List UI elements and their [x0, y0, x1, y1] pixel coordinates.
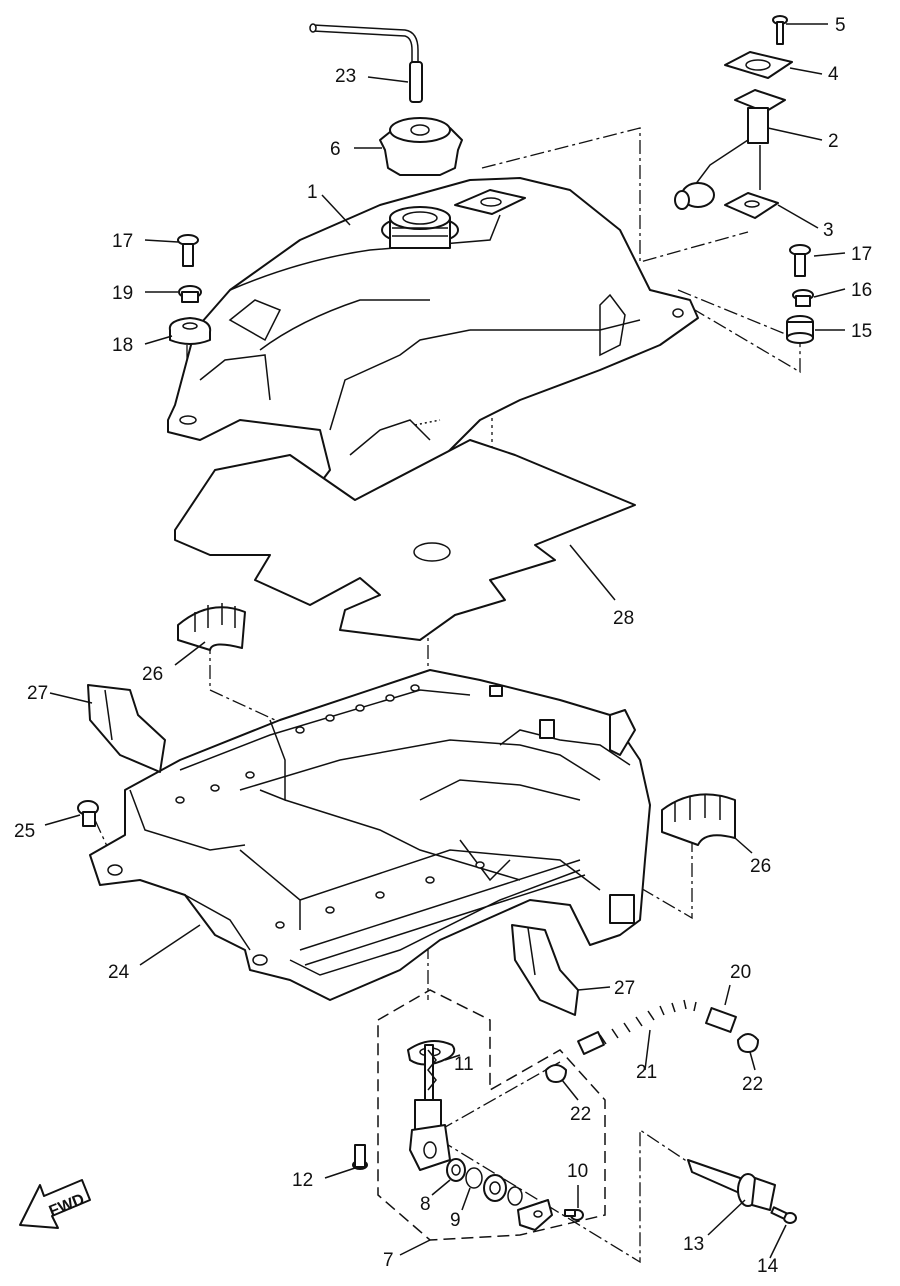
callout-7: 7	[383, 1250, 394, 1271]
callout-17b: 17	[851, 244, 872, 265]
callout-18: 18	[112, 335, 133, 356]
callout-26b: 26	[750, 856, 771, 877]
rubber-damper-left	[177, 603, 246, 651]
cover-left	[87, 684, 166, 773]
callout-5: 5	[835, 15, 846, 36]
fuel-cock	[352, 1044, 584, 1231]
callout-24: 24	[108, 962, 130, 983]
callout-22a: 22	[570, 1104, 591, 1125]
fuel-tank	[167, 177, 699, 526]
callout-8: 8	[420, 1194, 431, 1215]
fuel-hose	[545, 994, 759, 1083]
callout-21: 21	[636, 1062, 657, 1083]
callout-26a: 26	[142, 664, 163, 685]
callout-19: 19	[112, 283, 133, 304]
fuel-sender	[674, 15, 793, 219]
callout-2: 2	[828, 131, 839, 152]
callout-12: 12	[292, 1170, 313, 1191]
breather-pipe	[309, 23, 423, 103]
rear-mount-hardware	[786, 244, 814, 344]
callout-15: 15	[851, 321, 872, 342]
cover-right	[511, 924, 579, 1016]
callout-6: 6	[330, 139, 341, 160]
fwd-arrow: FWD	[19, 1179, 91, 1229]
callout-27b: 27	[614, 978, 635, 999]
callout-13: 13	[683, 1234, 704, 1255]
callout-10: 10	[567, 1161, 588, 1182]
callout-14: 14	[757, 1256, 779, 1277]
callouts: 1 2 3 4 5 6 7 8 9 10 11 12 13 14 15 16 1…	[14, 15, 872, 1277]
callout-3: 3	[823, 220, 834, 241]
callout-27a: 27	[27, 683, 48, 704]
callout-16: 16	[851, 280, 872, 301]
callout-4: 4	[828, 64, 839, 85]
fuel-cock-assembly-box	[377, 989, 606, 1241]
fuel-filter	[687, 1159, 797, 1224]
fuel-cap	[379, 117, 463, 176]
tank-bracket-frame	[89, 669, 651, 1001]
clip	[77, 800, 99, 827]
callout-20: 20	[730, 962, 751, 983]
tank-pad	[174, 439, 636, 641]
callout-9: 9	[450, 1210, 461, 1231]
callout-11: 11	[454, 1054, 474, 1075]
callout-1: 1	[307, 182, 318, 203]
callout-28: 28	[613, 608, 634, 629]
callout-23: 23	[335, 66, 356, 87]
callout-17a: 17	[112, 231, 133, 252]
front-mount-hardware	[168, 234, 212, 345]
callout-22b: 22	[742, 1074, 763, 1095]
callout-25: 25	[14, 821, 35, 842]
leader-lines	[44, 23, 846, 1259]
rubber-damper-right	[661, 793, 736, 846]
